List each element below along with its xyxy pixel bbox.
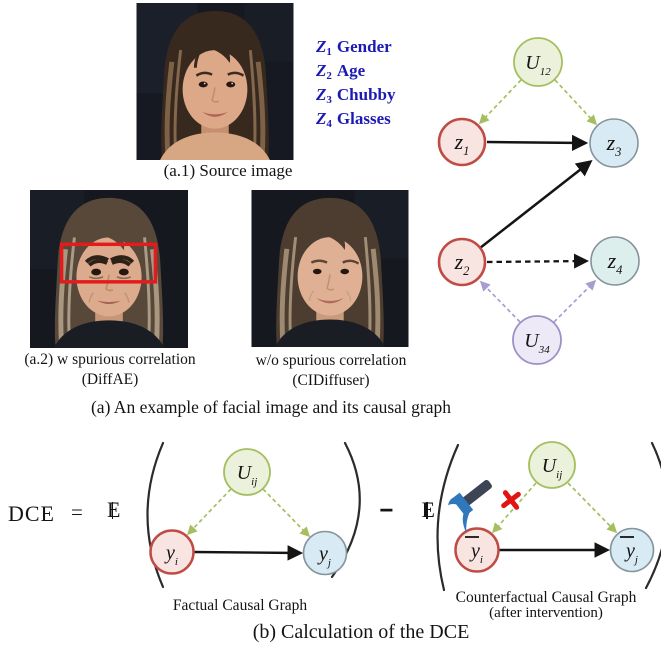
svg-text:Uij: Uij [237, 462, 258, 488]
node-z3: z3 [589, 118, 639, 168]
z3-label: Chubby [336, 85, 396, 104]
intervention-x-icon [501, 490, 521, 510]
cidiffuser-image [251, 190, 409, 347]
node-u12: U12 [513, 37, 563, 87]
dce-graphs: Uij yi yj Uij yi [146, 441, 661, 592]
edge-z2-z4 [486, 253, 589, 269]
spurious-highlight-box [59, 242, 158, 284]
svg-text:z4: z4 [607, 248, 623, 277]
node-yj-factual: yj [302, 530, 348, 576]
z1-subscript: 1 [326, 46, 332, 58]
dce-label: DCE [8, 501, 55, 526]
z3-subscript: 3 [326, 94, 332, 106]
diffae-image [30, 190, 188, 348]
double-struck-bar [112, 502, 114, 519]
artifact-brow-left [84, 255, 109, 267]
z1-label: Gender [336, 37, 392, 56]
edge-yi-yj [193, 545, 304, 561]
z2-symbol: Z [316, 61, 327, 80]
panel-a-caption: (a) An example of facial image and its c… [90, 397, 452, 417]
source-image-caption: (a.1) Source image [163, 161, 293, 180]
edge-u34-z2 [479, 280, 521, 323]
z4-label: Glasses [336, 109, 391, 128]
expectation-symbol-1: E [107, 497, 121, 522]
edge-u12-z3 [554, 79, 598, 126]
artifact-brow-right [110, 255, 135, 267]
node-ybar-i: yi [454, 527, 500, 573]
counterfactual-caption: Counterfactual Causal Graph [455, 589, 637, 606]
close-paren-2 [644, 441, 661, 590]
counterfactual-graph: Uij yi yj [448, 441, 655, 573]
node-z1: z1 [437, 117, 487, 167]
svg-text:yj: yj [624, 540, 638, 566]
minus-sign: − [379, 488, 394, 532]
edge-u12-z1 [478, 79, 522, 125]
svg-text:U34: U34 [524, 330, 550, 356]
svg-text:yj: yj [317, 543, 331, 569]
diffae-method: (DiffAE) [81, 371, 139, 388]
z1-symbol: Z [316, 37, 327, 56]
open-paren-2 [436, 443, 460, 592]
node-ybar-j: yj [609, 527, 655, 573]
diffae-caption: (a.2) w spurious correlation [24, 351, 196, 368]
svg-text:z1: z1 [454, 129, 470, 158]
node-u34: U34 [512, 315, 562, 365]
hammer-icon [448, 480, 492, 535]
edge-uij-yj [262, 488, 311, 538]
svg-text:z3: z3 [606, 130, 622, 159]
svg-text:z2: z2 [454, 249, 470, 278]
edge-z1-z3 [486, 134, 589, 151]
factual-caption: Factual Causal Graph [172, 597, 308, 614]
svg-text:yi: yi [164, 542, 178, 568]
node-uij-counterfactual: Uij [528, 441, 576, 489]
z3-symbol: Z [316, 85, 327, 104]
causal-graph-a: U12 z1 z3 z2 z4 U34 [437, 37, 640, 365]
attribute-z4: Z4 Glasses [316, 108, 396, 132]
cidiffuser-method: (CIDiffuser) [292, 372, 370, 389]
double-struck-bar [426, 502, 428, 519]
attribute-z2: Z2 Age [316, 60, 396, 84]
attribute-z3: Z3 Chubby [316, 84, 396, 108]
attribute-z1: Z1 Gender [316, 36, 396, 60]
edge-uij-yj-cf [567, 482, 618, 534]
svg-text:Uij: Uij [542, 455, 563, 481]
svg-text:U12: U12 [525, 52, 551, 78]
node-uij-factual: Uij [223, 448, 271, 496]
source-image [136, 3, 294, 160]
edge-u34-z4 [553, 279, 597, 323]
factual-graph: Uij yi yj [149, 448, 348, 576]
cidiffuser-caption: w/o spurious correlation [255, 352, 407, 369]
equals-sign: = [71, 500, 83, 524]
counterfactual-subcaption: (after intervention) [489, 605, 603, 621]
node-z2: z2 [437, 237, 487, 287]
z2-subscript: 2 [326, 70, 332, 82]
node-yi-factual: yi [149, 529, 195, 575]
z2-label: Age [336, 61, 366, 80]
z4-symbol: Z [316, 109, 327, 128]
svg-text:yi: yi [469, 540, 483, 566]
panel-b-caption: (b) Calculation of the DCE [252, 621, 470, 643]
node-z4: z4 [590, 236, 640, 286]
open-paren-1 [146, 441, 165, 589]
z4-subscript: 4 [326, 118, 332, 130]
edge-z2-z3 [479, 159, 593, 249]
expectation-symbol-2: E [421, 497, 435, 522]
edge-uij-yi [186, 488, 232, 536]
